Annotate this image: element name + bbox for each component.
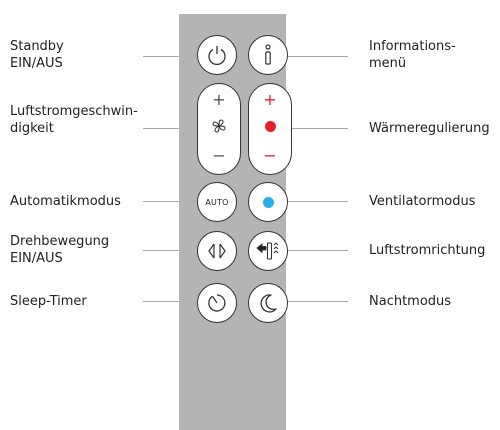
moon-icon [260, 294, 277, 313]
remote-control-body [179, 14, 286, 430]
label-airflow-direction: Luftstromrichtung [369, 243, 486, 258]
leader-line-airflow-speed [143, 128, 195, 129]
label-info: Informations- menü [369, 39, 456, 71]
auto-mode-button[interactable]: AUTO [197, 182, 237, 222]
airflow-speed-plus-button[interactable]: + [212, 90, 226, 109]
standby-button[interactable] [197, 35, 237, 75]
fan-mode-indicator-dot [262, 196, 274, 208]
label-sleep-timer: Sleep-Timer [10, 294, 87, 309]
info-button[interactable] [248, 35, 288, 75]
oscillation-button[interactable] [197, 231, 237, 271]
heat-minus-button[interactable]: − [263, 146, 277, 165]
leader-line-airflow-direction [270, 250, 348, 251]
label-auto-mode: Automatikmodus [10, 194, 121, 209]
airflow-speed-control[interactable]: + − [197, 83, 241, 175]
heat-plus-button[interactable]: + [263, 90, 277, 109]
sleep-timer-button[interactable] [197, 283, 237, 323]
airflow-speed-minus-button[interactable]: − [212, 146, 226, 165]
heat-indicator-dot [264, 120, 276, 132]
heat-control[interactable]: + − [248, 83, 292, 175]
label-night-mode: Nachtmodus [369, 294, 452, 309]
leader-line-heat [270, 128, 348, 129]
label-oscillation: Drehbewegung EIN/AUS [10, 234, 110, 266]
label-standby: Standby EIN/AUS [10, 39, 64, 71]
airflow-direction-button[interactable] [248, 231, 288, 271]
leader-line-standby [143, 56, 195, 57]
auto-mode-label: AUTO [205, 197, 229, 207]
label-fan-mode: Ventilatormodus [369, 194, 476, 209]
leader-line-sleep-timer [143, 301, 195, 302]
leader-line-oscillation [143, 250, 195, 251]
leader-line-night-mode [270, 301, 348, 302]
info-icon [265, 44, 271, 65]
label-airflow-speed: Luftstromgeschwin- digkeit [10, 104, 138, 136]
fan-icon [212, 119, 226, 133]
leader-line-auto-mode [143, 201, 195, 202]
power-icon [208, 46, 226, 66]
oscillation-icon [208, 243, 226, 259]
fan-mode-button[interactable] [248, 182, 288, 222]
airflow-direction-icon [256, 242, 279, 260]
sleep-timer-icon [208, 294, 226, 312]
label-heat-control: Wärmeregulierung [369, 121, 490, 136]
night-mode-button[interactable] [248, 283, 288, 323]
leader-line-info [270, 56, 348, 57]
leader-line-fan-mode [270, 201, 348, 202]
